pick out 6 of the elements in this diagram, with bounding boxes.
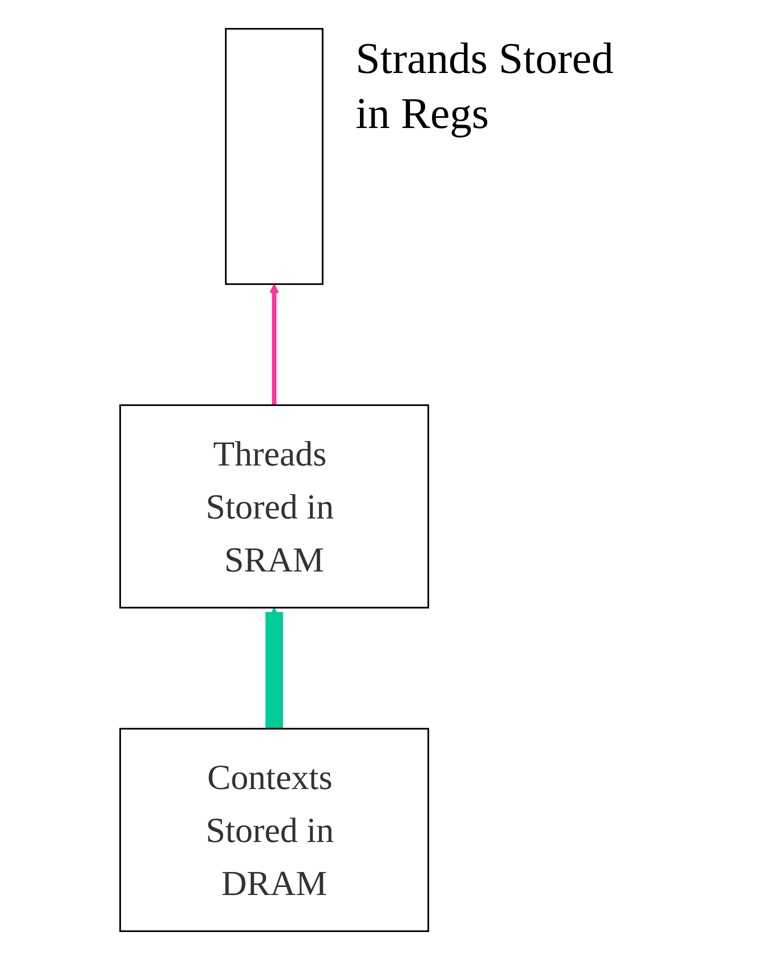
node-caption: Strands Stored in Regs <box>356 34 614 138</box>
node-box <box>224 28 324 285</box>
arrow <box>269 284 280 406</box>
node-box: Contexts Stored in DRAM <box>119 728 430 932</box>
arrow <box>265 607 284 729</box>
node-box: Threads Stored in SRAM <box>119 404 430 608</box>
